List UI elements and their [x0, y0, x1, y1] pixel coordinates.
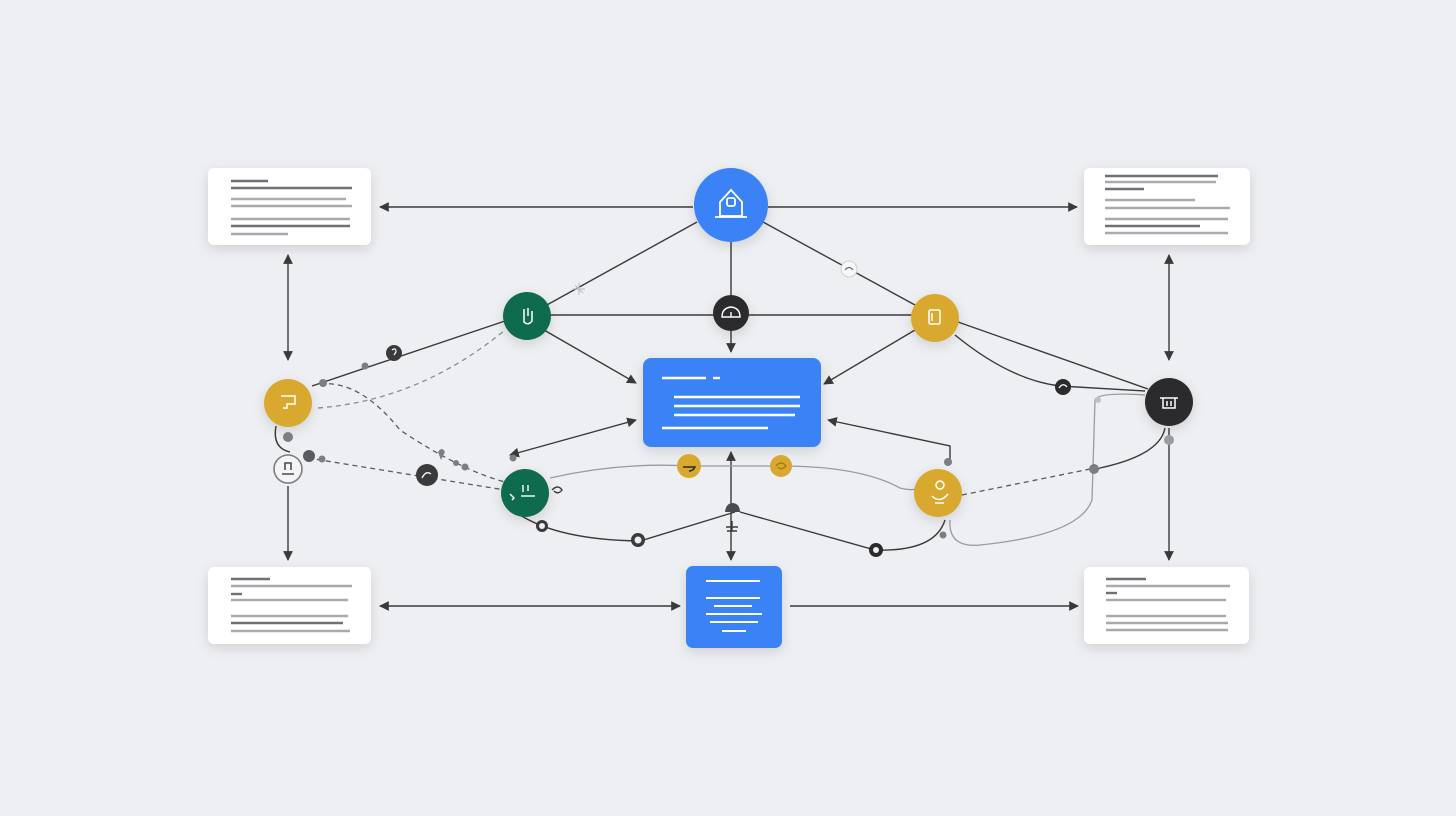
document-card-top-right[interactable]: [1084, 168, 1250, 245]
edge-dark-right-curve-down: [1094, 427, 1166, 471]
center-panel[interactable]: [643, 358, 821, 447]
edge-green-upper-to-yellow-left: [311, 320, 506, 387]
marker-question[interactable]: [386, 345, 402, 361]
edge-yellow-left-down: [274, 425, 291, 453]
folder-icon: [281, 395, 296, 409]
dark-top-mid-node[interactable]: [713, 295, 749, 331]
marker-swirl-green[interactable]: [551, 486, 563, 494]
chat-icon: [509, 485, 535, 501]
dashed-edges: [307, 329, 1146, 546]
edge-yellow-lower-right-to-dark-right-dashed: [961, 467, 1096, 496]
marker-user-outline[interactable]: [273, 454, 303, 484]
edge-green-lower-to-center: [509, 417, 637, 458]
file-icon: [928, 309, 941, 325]
edge-yellow-upper-right-to-dark-right: [957, 321, 1149, 390]
edge-marker-to-green-lower-dashed: [307, 457, 506, 491]
document-lines-icon: [231, 179, 352, 236]
document-lines-icon: [662, 376, 800, 430]
document-lines-icon: [1105, 174, 1230, 235]
marker-yellow-chat[interactable]: [677, 454, 701, 478]
markers: [273, 260, 1174, 557]
edge-bottom-center-right-curve: [739, 511, 946, 551]
marker-arrow-hook[interactable]: [1055, 379, 1071, 395]
edge-green-upper-to-center: [543, 329, 637, 384]
cloud-icon: [721, 306, 741, 318]
bottom-panel[interactable]: [686, 566, 782, 648]
edge-yellow-upper-right-to-center: [823, 329, 916, 385]
document-card-top-left[interactable]: [208, 168, 371, 245]
edge-hub-to-green-upper: [544, 221, 698, 307]
document-lines-icon: [706, 580, 762, 632]
document-card-bottom-left[interactable]: [208, 567, 371, 644]
hand-icon: [523, 308, 533, 325]
marker-scale[interactable]: [726, 521, 738, 532]
edge-green-lower-curve-bottom: [519, 511, 736, 542]
yellow-left-node[interactable]: [264, 379, 312, 427]
green-upper-node[interactable]: [503, 292, 551, 340]
trash-icon: [1160, 397, 1178, 409]
edge-dark-right-to-center: [827, 417, 951, 460]
marker-eye[interactable]: [840, 260, 858, 278]
yellow-lower-right-node[interactable]: [914, 469, 962, 517]
green-lower-node[interactable]: [501, 469, 549, 517]
marker-ring-right[interactable]: [869, 543, 883, 557]
marker-ring-bottom[interactable]: [631, 533, 645, 547]
edge-hub-to-yellow-upper-right: [762, 221, 916, 306]
yellow-upper-right-node[interactable]: [911, 294, 959, 342]
marker-ring-left[interactable]: [536, 520, 548, 532]
marker-cloud-small[interactable]: [725, 503, 740, 512]
marker-pin[interactable]: [438, 449, 445, 460]
person-icon: [931, 480, 949, 504]
edge-yellow-lower-right-long-curve: [949, 393, 1146, 546]
document-lines-icon: [231, 577, 352, 633]
dot-markers: [283, 362, 1174, 539]
edge-center-arc-dashed: [549, 464, 926, 491]
edge-yellow-left-to-green-lower-dashed: [319, 383, 506, 483]
edge-yellow-upper-right-curve: [954, 334, 1146, 392]
edge-yellow-left-to-green-upper-dashed: [317, 329, 506, 409]
dark-right-node[interactable]: [1145, 378, 1193, 426]
marker-spark[interactable]: [573, 283, 585, 295]
house-icon: [715, 188, 747, 218]
marker-lock[interactable]: [416, 464, 438, 486]
document-lines-icon: [1106, 577, 1230, 632]
hub-top-node[interactable]: [694, 168, 768, 242]
document-card-bottom-right[interactable]: [1084, 567, 1249, 644]
marker-yellow-swirl[interactable]: [770, 455, 792, 477]
